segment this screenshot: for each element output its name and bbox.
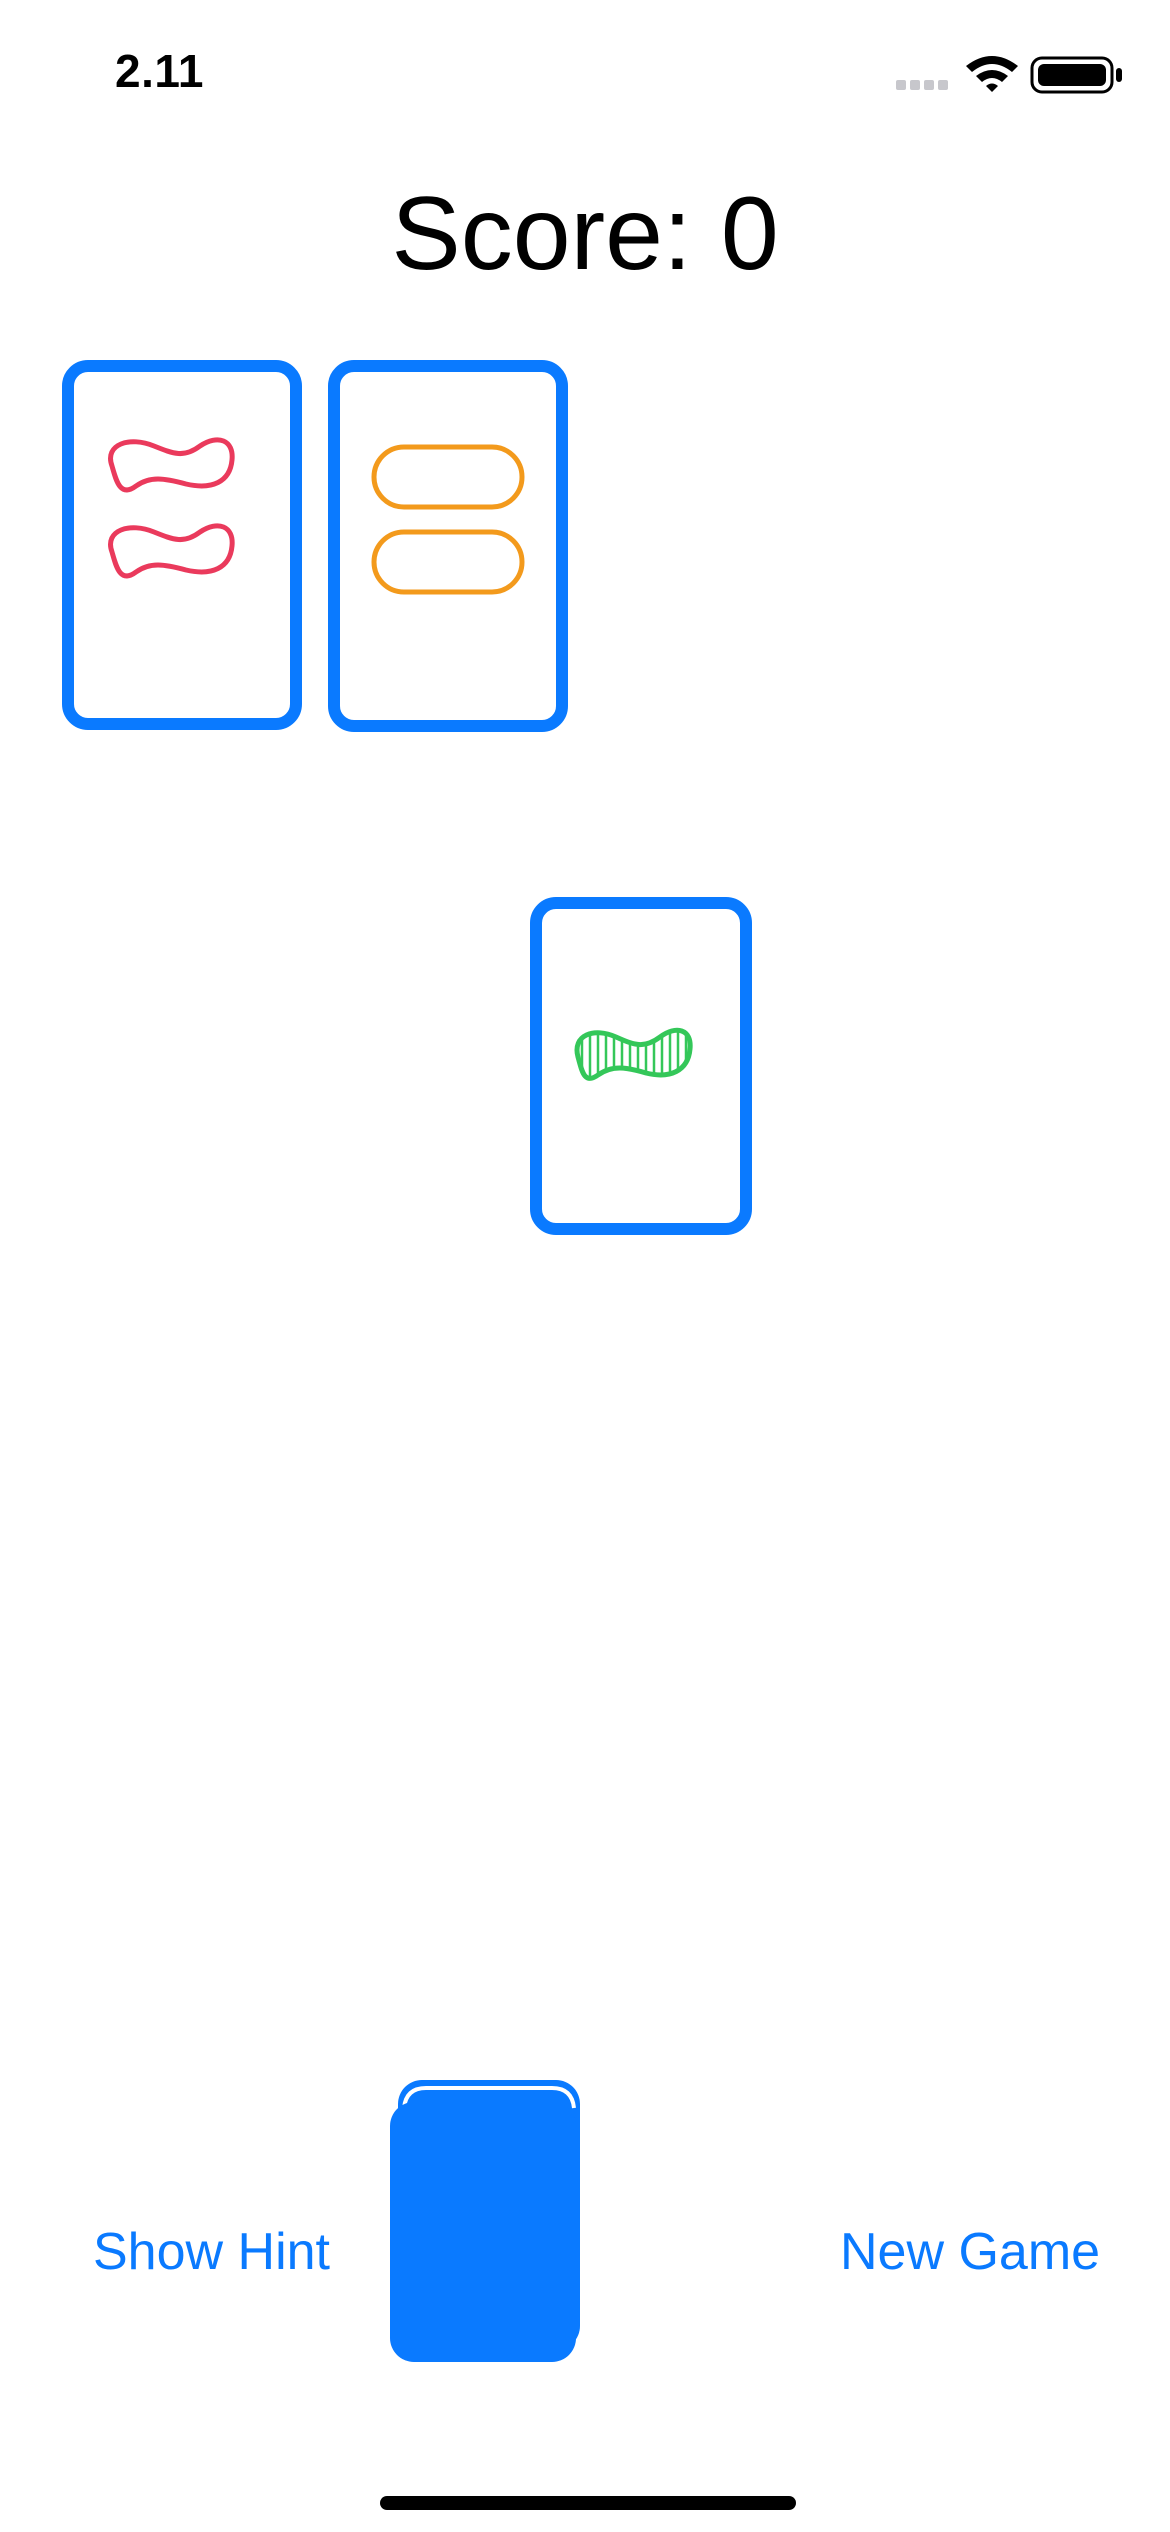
battery-icon [1030,56,1122,94]
squiggle-icon [574,1027,693,1081]
show-hint-button[interactable]: Show Hint [93,2223,330,2281]
score-label: Score: 0 [391,176,779,292]
card-one-green-squiggle-striped[interactable] [530,897,752,1235]
wifi-icon [966,56,1018,92]
new-game-button[interactable]: New Game [840,2223,1101,2281]
oval-icon [371,444,525,595]
status-time: 2.11 [115,45,204,97]
cellular-signal-icon [896,80,948,90]
status-icons [896,52,1126,96]
card-deck-button[interactable] [390,2080,586,2364]
card-two-red-squiggles-outlined[interactable] [62,360,302,730]
squiggle-icon [108,437,235,579]
card-deck-icon [390,2080,580,2362]
card-two-orange-ovals-outlined[interactable] [328,360,568,732]
home-indicator[interactable] [380,2496,796,2510]
